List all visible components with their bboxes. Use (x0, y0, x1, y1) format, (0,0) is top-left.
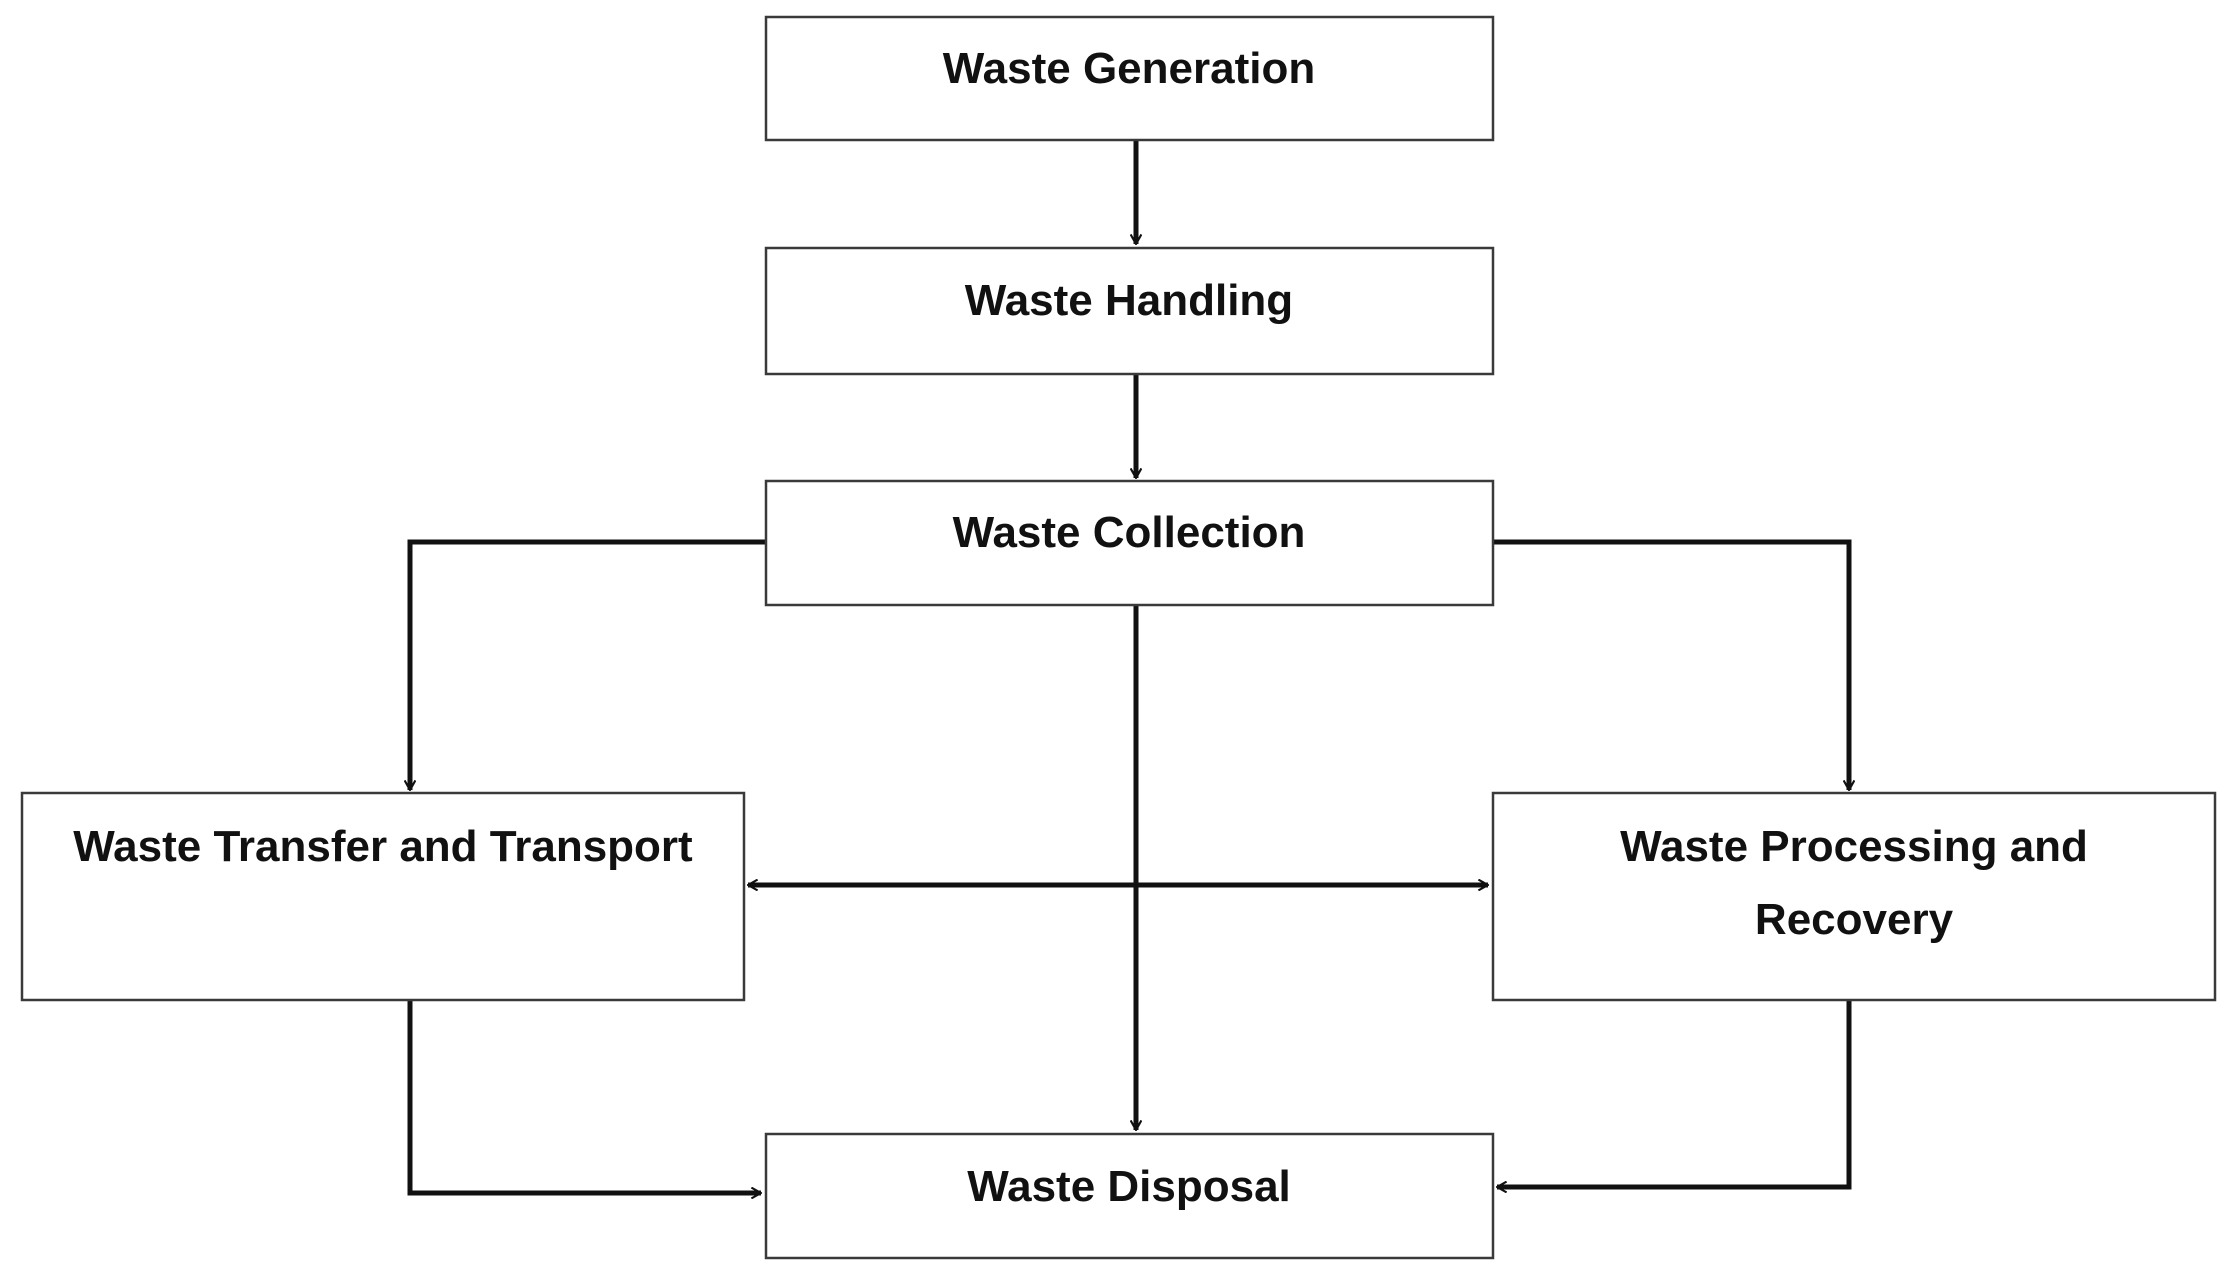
node-box (764, 15, 1495, 142)
node-waste-disposal: Waste Disposal (764, 1132, 1495, 1260)
node-label-line-2: Recovery (1755, 895, 1954, 944)
node-label: Waste Transfer and Transport (73, 822, 693, 871)
node-box (764, 479, 1495, 607)
edge-collection-to-transfer (410, 539, 766, 790)
edge-processing-to-disposal (1497, 972, 1852, 1187)
edge-transfer-to-disposal (407, 978, 761, 1193)
node-waste-processing-and-recovery: Waste Processing and Recovery (1491, 791, 2217, 1002)
node-waste-generation: Waste Generation (764, 15, 1495, 142)
node-label: Waste Generation (943, 44, 1315, 93)
node-label: Waste Handling (965, 276, 1293, 325)
node-box (764, 246, 1495, 376)
node-box (20, 791, 746, 1002)
node-waste-transfer-and-transport: Waste Transfer and Transport (20, 791, 746, 1002)
node-box (1491, 791, 2217, 1002)
node-waste-collection: Waste Collection (764, 479, 1495, 607)
node-label: Waste Collection (953, 508, 1306, 557)
node-label-line-1: Waste Processing and (1620, 822, 2088, 871)
edges (410, 140, 1849, 1193)
node-waste-handling: Waste Handling (764, 246, 1495, 376)
node-label: Waste Disposal (967, 1162, 1291, 1211)
edge-collection-to-processing (1493, 539, 1849, 790)
node-box (764, 1132, 1495, 1260)
